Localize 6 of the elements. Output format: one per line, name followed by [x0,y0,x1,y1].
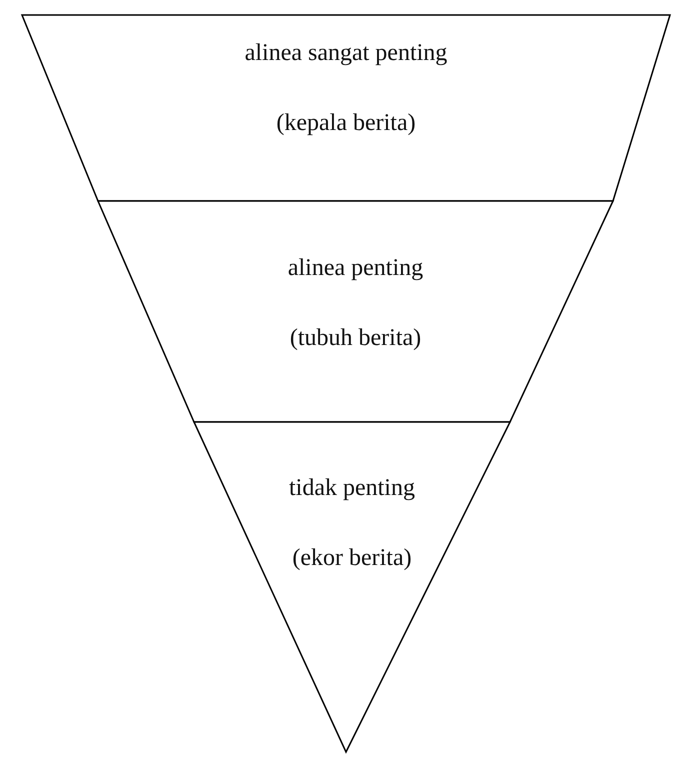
section-title: alinea sangat penting [244,40,448,67]
section-caption: (tubuh berita) [290,325,422,352]
section-title: alinea penting [288,255,424,282]
section-caption: (ekor berita) [292,545,412,572]
section-title: tidak penting [289,475,415,502]
section-caption: (kepala berita) [276,110,416,137]
